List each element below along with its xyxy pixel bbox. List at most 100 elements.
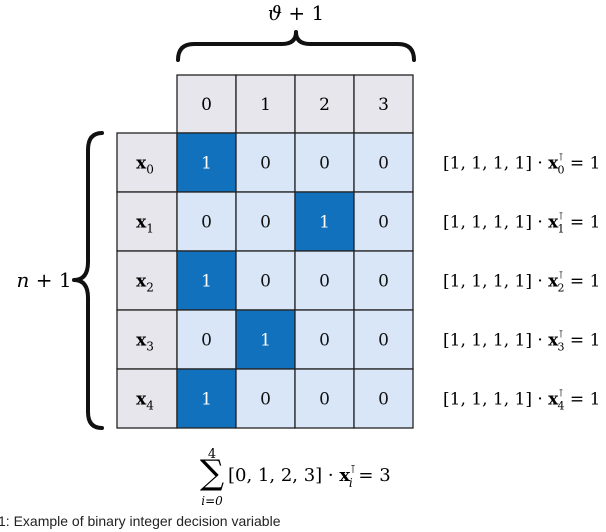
row-label-cell — [116, 250, 178, 311]
row-label: x1 — [136, 213, 154, 236]
matrix-cell-value: 0 — [319, 272, 330, 292]
column-header-cell — [235, 74, 296, 134]
matrix-cell-value: 1 — [260, 331, 271, 351]
row-equation-vec: x — [548, 390, 559, 410]
sum-expression-post: = 3 — [353, 465, 391, 486]
column-header-row: 0 1 2 3 — [176, 74, 414, 134]
column-header-cell — [353, 74, 414, 134]
row-equation-sub: 2 — [558, 282, 565, 295]
row-label-cell — [116, 191, 178, 252]
bottom-equation: 4 ∑ i=0 [0, 1, 2, 3] · x⊺i = 3 — [200, 447, 391, 508]
row-equation: [1, 1, 1, 1] · x⊺4 = 1 — [443, 389, 600, 413]
matrix-cell-value: 0 — [260, 154, 271, 174]
top-label: ϑ + 1 — [268, 1, 325, 25]
left-label: n + 1 — [16, 268, 71, 292]
matrix-cell — [235, 132, 296, 193]
row-equation-sub: 4 — [558, 400, 565, 413]
sum-expression-pre: [0, 1, 2, 3] · — [228, 465, 339, 486]
row-equation-vec: x — [548, 272, 559, 292]
matrix-cell-value: 0 — [260, 390, 271, 410]
row-equation: [1, 1, 1, 1] · x⊺0 = 1 — [443, 153, 600, 177]
matrix-cell — [235, 250, 296, 311]
row-equation-pre: [1, 1, 1, 1] · — [443, 213, 548, 233]
matrix-cell-value: 0 — [319, 390, 330, 410]
left-label-rest: + 1 — [29, 268, 71, 292]
row-equation-pre: [1, 1, 1, 1] · — [443, 331, 548, 351]
row-label-vector: x — [136, 272, 147, 292]
column-header-label: 3 — [378, 95, 389, 115]
row-equation-pre: [1, 1, 1, 1] · — [443, 272, 548, 292]
top-label-rest: + 1 — [282, 1, 324, 25]
row-label-subscript: 3 — [146, 340, 154, 354]
matrix-cell-value: 0 — [319, 154, 330, 174]
top-brace — [176, 30, 416, 62]
row-equation: [1, 1, 1, 1] · x⊺3 = 1 — [443, 330, 600, 354]
row-label-subscript: 4 — [146, 399, 154, 413]
column-header-label: 2 — [319, 95, 330, 115]
matrix-cell-active — [176, 368, 237, 429]
row-equation-sup: ⊺ — [558, 271, 563, 282]
row-equation-post: = 1 — [565, 213, 601, 233]
matrix-cell-value: 0 — [378, 154, 389, 174]
sum-expression-vec: x — [339, 465, 350, 486]
left-brace — [72, 131, 104, 430]
row-label-subscript: 0 — [146, 163, 154, 177]
row-label: x0 — [136, 154, 154, 177]
row-equation-vec: x — [548, 154, 559, 174]
row-label-vector: x — [136, 154, 147, 174]
row-label: x4 — [136, 390, 154, 413]
row-equation: [1, 1, 1, 1] · x⊺2 = 1 — [443, 271, 600, 295]
matrix-cell-value: 0 — [378, 331, 389, 351]
row-equation-sup: ⊺ — [558, 212, 563, 223]
row-equation-sub: 1 — [558, 223, 565, 236]
column-header-label: 1 — [260, 95, 271, 115]
figure-caption: 1: Example of binary integer decision va… — [0, 513, 281, 529]
matrix-cell-value: 0 — [319, 331, 330, 351]
row-label-vector: x — [136, 213, 147, 233]
top-label-main: ϑ — [268, 1, 282, 25]
matrix-cell — [353, 368, 414, 429]
row-equation-pre: [1, 1, 1, 1] · — [443, 154, 548, 174]
matrix-cell-value: 1 — [201, 390, 212, 410]
left-label-main: n — [16, 268, 29, 292]
matrix-cell-value: 0 — [201, 331, 212, 351]
matrix-cell — [294, 132, 355, 193]
row-equation-sub: 0 — [558, 164, 565, 177]
matrix-cell-value: 0 — [201, 213, 212, 233]
matrix-cell — [294, 368, 355, 429]
row-equation-vec: x — [548, 331, 559, 351]
row-equation-sup: ⊺ — [558, 330, 563, 341]
sum-expression-sub: i — [349, 476, 353, 490]
row-equation-sub: 3 — [558, 341, 565, 354]
row-label-subscript: 2 — [146, 281, 154, 295]
row-label-vector: x — [136, 331, 147, 351]
matrix-cell-value: 1 — [319, 213, 330, 233]
sum-lower: i=0 — [201, 494, 223, 508]
matrix-cell — [353, 309, 414, 370]
row-equation: [1, 1, 1, 1] · x⊺1 = 1 — [443, 212, 600, 236]
column-header-label: 0 — [201, 95, 212, 115]
matrix-cell-value: 1 — [201, 272, 212, 292]
row-equation-post: = 1 — [565, 154, 601, 174]
row-equation-post: = 1 — [565, 331, 601, 351]
row-equation-pre: [1, 1, 1, 1] · — [443, 390, 548, 410]
matrix-cell-value: 0 — [378, 213, 389, 233]
matrix-cell — [353, 250, 414, 311]
column-header-cell — [176, 74, 237, 134]
row-equation-sup: ⊺ — [558, 153, 563, 164]
sum-symbol: ∑ — [200, 453, 224, 493]
matrix-cell-value: 0 — [260, 213, 271, 233]
row-equations: [1, 1, 1, 1] · x⊺0 = 1[1, 1, 1, 1] · x⊺1… — [443, 153, 600, 413]
matrix-cell-active — [176, 250, 237, 311]
sum-expression-sup: ⊺ — [350, 463, 356, 476]
row-equation-vec: x — [548, 213, 559, 233]
matrix-cell-value: 1 — [201, 154, 212, 174]
matrix-cell — [353, 132, 414, 193]
matrix-cell-value: 0 — [378, 390, 389, 410]
row-label-vector: x — [136, 390, 147, 410]
matrix-cell-value: 0 — [260, 272, 271, 292]
matrix-cell — [294, 309, 355, 370]
